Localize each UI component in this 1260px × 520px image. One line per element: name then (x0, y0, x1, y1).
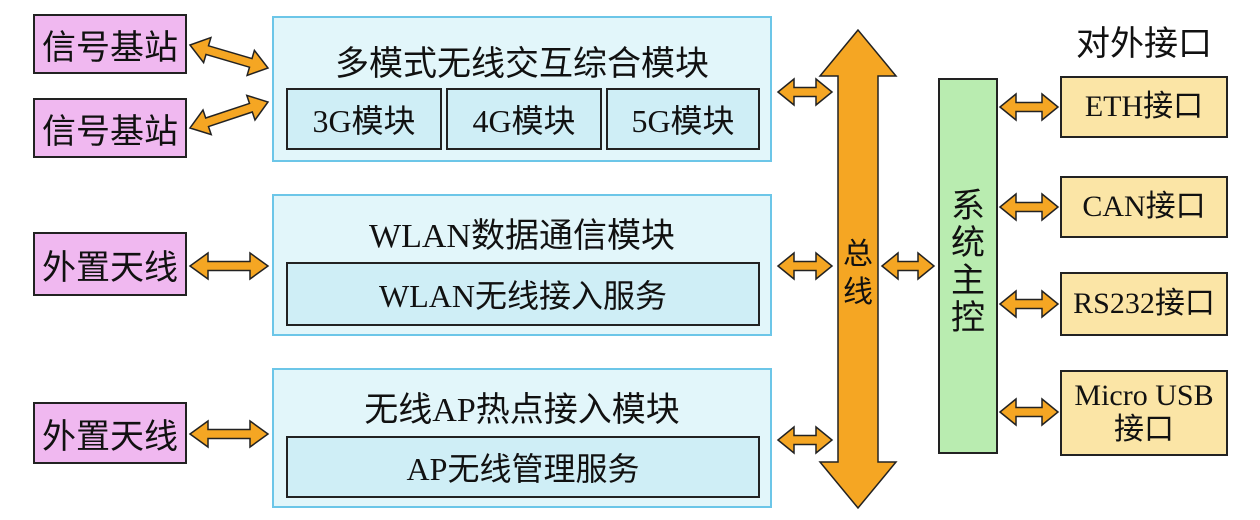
system-controller-label: 系 统 主 控 (940, 188, 996, 338)
module-4g: 4G模块 (446, 88, 602, 150)
wlan-access-service: WLAN无线接入服务 (286, 262, 760, 326)
wlan-access-service-label: WLAN无线接入服务 (379, 278, 667, 314)
bus-arrow (818, 28, 898, 510)
module-4g-label: 4G模块 (472, 103, 576, 139)
micro-usb-interface-label-line2: 接口 (1114, 413, 1174, 446)
controller-char-3: 主 (951, 262, 985, 300)
arrow-controller-can (998, 192, 1060, 222)
arrow-controller-usb (998, 397, 1060, 427)
external-antenna-1: 外置天线 (33, 232, 187, 296)
controller-char-1: 系 (951, 188, 985, 225)
module-3g-label: 3G模块 (312, 103, 416, 139)
arrow-antenna2-ap (188, 419, 270, 449)
arrow-ap-bus (776, 425, 834, 455)
module-5g: 5G模块 (606, 88, 760, 150)
controller-char-4: 控 (951, 300, 985, 338)
arrow-controller-eth (998, 92, 1060, 122)
system-controller: 系 统 主 控 (938, 78, 998, 454)
external-antenna-2: 外置天线 (33, 402, 187, 464)
arrow-bus-controller (880, 251, 936, 281)
arrow-antenna1-wlan (188, 251, 270, 281)
arrow-controller-rs232 (998, 289, 1060, 319)
arrow-station2-multimode (188, 94, 270, 136)
module-3g: 3G模块 (286, 88, 442, 150)
signal-station-1-label: 信号基站 (42, 29, 178, 67)
can-interface-label: CAN接口 (1082, 189, 1206, 223)
ap-module-title: 无线AP热点接入模块 (364, 392, 680, 429)
external-antenna-1-label: 外置天线 (42, 249, 178, 287)
external-antenna-2-label: 外置天线 (42, 418, 178, 456)
multimode-module-title: 多模式无线交互综合模块 (335, 46, 709, 83)
ap-management-service: AP无线管理服务 (286, 436, 760, 498)
module-5g-label: 5G模块 (631, 103, 735, 139)
signal-station-2-label: 信号基站 (42, 113, 178, 151)
rs232-interface-label: RS232接口 (1073, 286, 1215, 320)
bus-label: 总 线 (838, 236, 878, 311)
wlan-module-title: WLAN数据通信模块 (369, 218, 675, 255)
eth-interface: ETH接口 (1060, 76, 1228, 138)
signal-station-1: 信号基站 (33, 14, 187, 74)
interfaces-heading: 对外接口 (1076, 26, 1212, 63)
eth-interface-label: ETH接口 (1084, 89, 1204, 123)
arrow-station1-multimode (188, 36, 270, 77)
signal-station-2: 信号基站 (33, 98, 187, 158)
arrow-wlan-bus (776, 251, 834, 281)
micro-usb-interface-label-line1: Micro USB (1074, 378, 1214, 412)
rs232-interface: RS232接口 (1060, 272, 1228, 336)
micro-usb-interface: Micro USB 接口 (1060, 370, 1228, 456)
controller-char-2: 统 (951, 225, 985, 263)
bus-label-char-1: 总 (843, 238, 873, 271)
bus-label-char-2: 线 (843, 275, 873, 309)
ap-management-service-label: AP无线管理服务 (406, 451, 640, 487)
arrow-multimode-bus (776, 77, 834, 107)
can-interface: CAN接口 (1060, 176, 1228, 238)
